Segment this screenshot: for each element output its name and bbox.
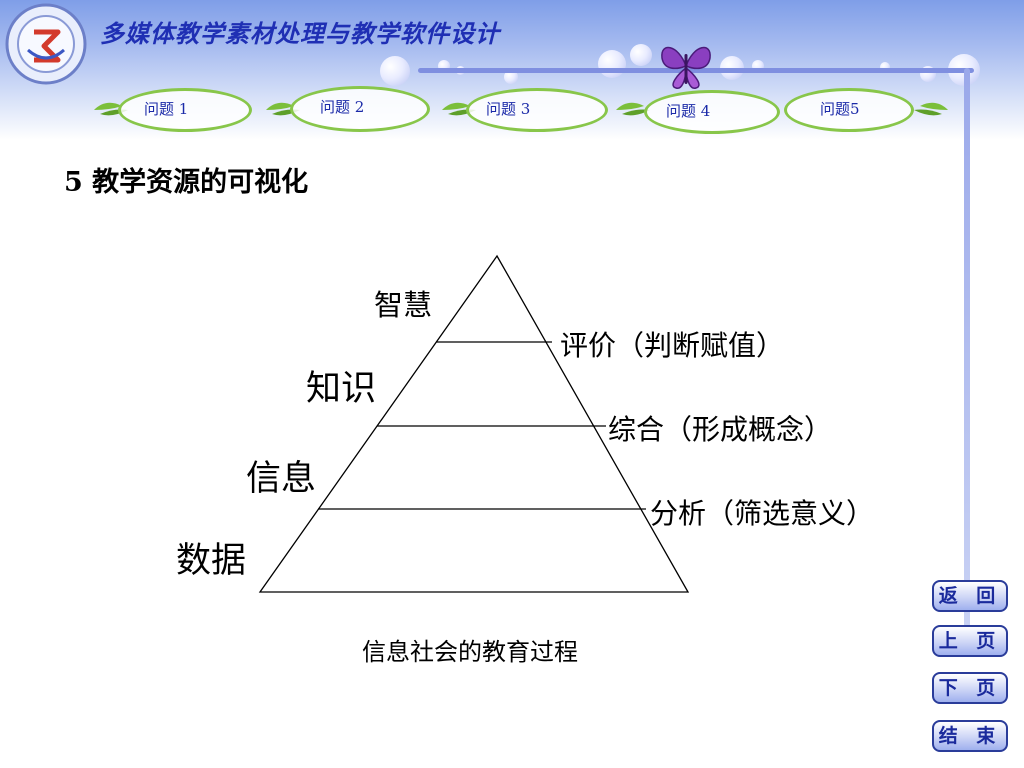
decorative-bubble — [880, 62, 890, 72]
next-page-button[interactable]: 下 页 — [932, 672, 1008, 704]
leaf-icon — [616, 102, 650, 116]
tab-outline — [784, 88, 914, 132]
decorative-bubble — [380, 56, 410, 86]
prev-page-button[interactable]: 上 页 — [932, 625, 1008, 657]
tab-label: 问题 3 — [486, 100, 531, 118]
decorative-line — [418, 68, 974, 73]
section-heading: 5 教学资源的可视化 — [64, 167, 309, 198]
tab-outline — [644, 90, 780, 134]
decorative-bubble — [598, 50, 626, 78]
app-title: 多媒体教学素材处理与教学软件设计 — [100, 19, 500, 48]
butterfly-icon — [661, 46, 711, 89]
level-label-wisdom: 智慧 — [374, 288, 433, 322]
level-label-data: 数据 — [176, 541, 247, 581]
pyramid-outline — [258, 254, 690, 593]
tab-outline — [290, 86, 430, 132]
tab-label: 问题 2 — [320, 98, 365, 116]
leaf-icon — [914, 102, 948, 116]
process-label-synthesize: 综合（形成概念） — [608, 413, 833, 446]
back-button[interactable]: 返 回 — [932, 580, 1008, 612]
decorative-bubble — [504, 70, 518, 84]
tab-label: 问题 1 — [144, 100, 189, 118]
tab-label: 问题5 — [820, 100, 860, 118]
topic-tabs: 问题 1 问题 2 问题 3 问题 4 问题5 — [92, 86, 952, 136]
level-label-knowledge: 知识 — [306, 369, 377, 409]
tab-question-3[interactable]: 问题 3 — [440, 86, 610, 134]
end-button[interactable]: 结 束 — [932, 720, 1008, 752]
university-seal-icon — [5, 3, 87, 85]
tab-question-4[interactable]: 问题 4 — [614, 86, 784, 134]
tab-question-5[interactable]: 问题5 — [782, 86, 952, 134]
diagram-caption: 信息社会的教育过程 — [362, 638, 578, 666]
tab-outline — [118, 88, 252, 132]
decorative-bubble — [630, 44, 652, 66]
decorative-line — [964, 68, 970, 628]
tab-outline — [466, 88, 608, 132]
tab-label: 问题 4 — [666, 102, 711, 120]
level-label-information: 信息 — [246, 459, 317, 499]
tab-question-2[interactable]: 问题 2 — [264, 86, 434, 134]
tab-question-1[interactable]: 问题 1 — [92, 86, 262, 134]
process-label-evaluate: 评价（判断赋值） — [560, 329, 785, 362]
process-label-analyze: 分析（筛选意义） — [650, 497, 875, 530]
